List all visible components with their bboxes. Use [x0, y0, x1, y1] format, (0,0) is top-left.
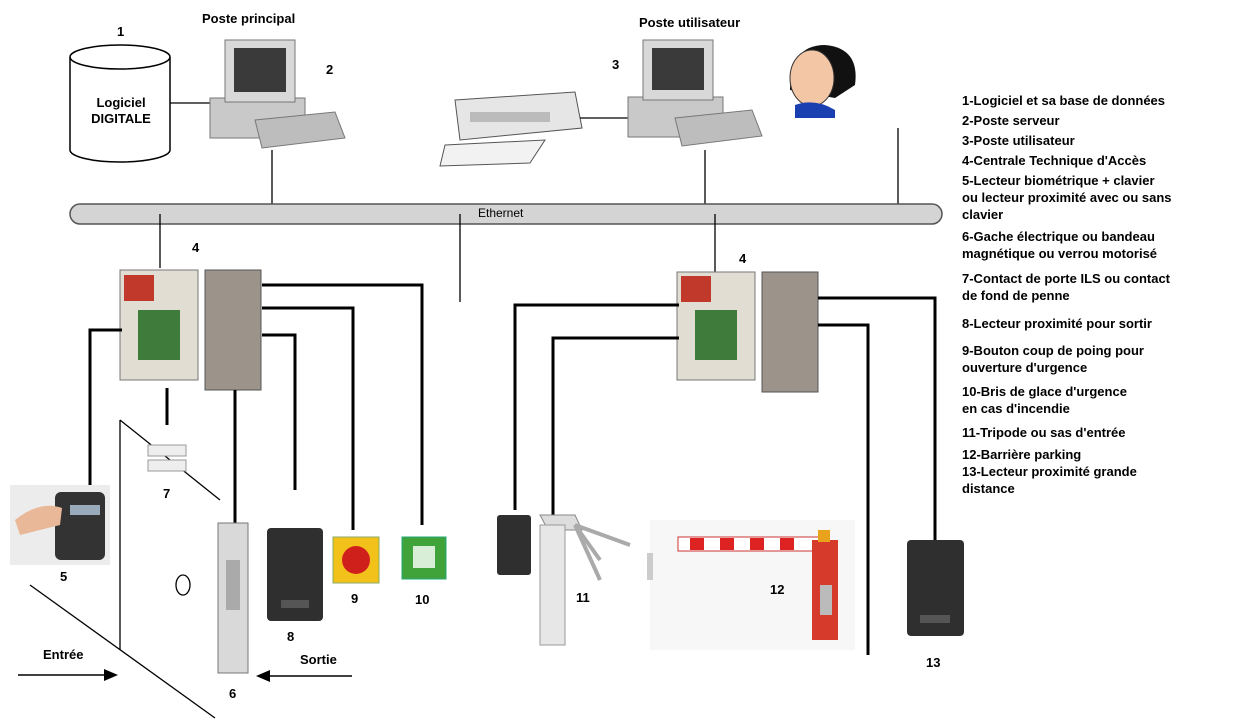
number-13: 13 [926, 655, 941, 670]
biometric-reader-icon [10, 485, 110, 565]
legend-line: clavier [962, 207, 1004, 222]
entry-label: Entrée [43, 647, 84, 662]
emergency-button-icon [332, 536, 380, 584]
access-controller-left [119, 269, 262, 391]
legend-line: distance [962, 481, 1015, 496]
exit-reader-icon [267, 528, 323, 621]
ethernet-label: Ethernet [476, 206, 526, 220]
exit-arrow [256, 670, 352, 682]
number-4-right: 4 [739, 251, 747, 266]
legend-line: de fond de penne [962, 288, 1070, 303]
legend-line: 10-Bris de glace d'urgence [962, 384, 1127, 399]
number-5: 5 [60, 569, 68, 584]
break-glass-icon [401, 536, 447, 580]
number-8: 8 [287, 629, 295, 644]
database-icon [69, 44, 171, 163]
legend-line: en cas d'incendie [962, 401, 1070, 416]
entry-arrow [18, 669, 118, 681]
door [29, 419, 221, 719]
legend-line: 8-Lecteur proximité pour sortir [962, 316, 1152, 331]
long-range-reader-icon [907, 540, 964, 636]
user-station-title: Poste utilisateur [639, 15, 741, 30]
printer-icon [439, 91, 583, 167]
number-3: 3 [612, 57, 620, 72]
legend-line: 2-Poste serveur [962, 113, 1060, 128]
legend-line: 13-Lecteur proximité grande [962, 464, 1137, 479]
number-12: 12 [770, 582, 785, 597]
access-controller-right [676, 271, 819, 393]
user-avatar-icon [789, 45, 856, 118]
legend-line: magnétique ou verrou motorisé [962, 246, 1158, 261]
main-station-title: Poste principal [202, 11, 296, 26]
number-6: 6 [229, 686, 237, 701]
number-1: 1 [117, 24, 125, 39]
legend-line: 9-Bouton coup de poing pour [962, 343, 1144, 358]
db-label-line2: DIGITALE [91, 111, 151, 126]
exit-label: Sortie [300, 652, 337, 667]
electric-strike-icon [217, 522, 249, 674]
legend-line: 6-Gache électrique ou bandeau [962, 229, 1155, 244]
number-9: 9 [351, 591, 359, 606]
number-11: 11 [576, 590, 590, 605]
main-computer-icon [209, 39, 346, 149]
parking-barrier-icon [647, 520, 855, 650]
db-label-line1: Logiciel [96, 95, 146, 110]
legend: 1-Logiciel et sa base de données 2-Poste… [962, 92, 1234, 497]
legend-line: 7-Contact de porte ILS ou contact [962, 271, 1171, 286]
legend-line: 12-Barrière parking [962, 447, 1082, 462]
legend-line: 1-Logiciel et sa base de données [962, 93, 1166, 108]
tripod-reader-icon [497, 515, 531, 575]
legend-line: 11-Tripode ou sas d'entrée [962, 425, 1126, 440]
legend-line: 5-Lecteur biométrique + clavier [962, 173, 1155, 188]
legend-line: 3-Poste utilisateur [962, 133, 1075, 148]
legend-line: 4-Centrale Technique d'Accès [962, 153, 1147, 168]
number-4-left: 4 [192, 240, 200, 255]
number-7: 7 [163, 486, 171, 501]
tripod-turnstile-icon [539, 514, 631, 646]
number-2: 2 [326, 62, 334, 77]
door-contact-icon [147, 444, 187, 472]
user-computer-icon [627, 39, 763, 147]
legend-line: ouverture d'urgence [962, 360, 1088, 375]
number-10: 10 [415, 592, 430, 607]
legend-line: ou lecteur proximité avec ou sans [962, 190, 1172, 205]
